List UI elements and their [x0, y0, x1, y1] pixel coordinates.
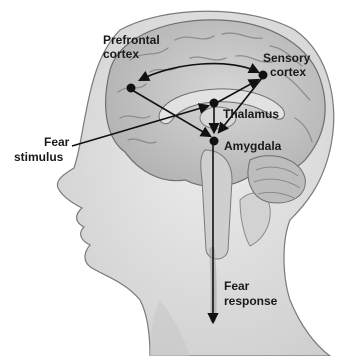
- label-sensory-line1: Sensory: [263, 51, 311, 65]
- node-thalamus: [210, 99, 219, 108]
- node-amygdala: [210, 137, 219, 146]
- label-fear-response-line2: response: [224, 294, 278, 308]
- node-sensory-cortex: [259, 71, 268, 80]
- label-sensory-line2: cortex: [270, 65, 306, 79]
- label-prefrontal-line1: Prefrontal: [103, 33, 160, 47]
- label-fear-stimulus-line1: Fear: [44, 135, 70, 149]
- label-thalamus: Thalamus: [223, 107, 279, 121]
- label-amygdala: Amygdala: [224, 139, 282, 153]
- node-prefrontal-cortex: [127, 84, 136, 93]
- label-fear-response-line1: Fear: [224, 279, 250, 293]
- label-prefrontal-line2: cortex: [103, 47, 139, 61]
- label-fear-stimulus-line2: stimulus: [14, 150, 64, 164]
- brainstem: [201, 150, 232, 259]
